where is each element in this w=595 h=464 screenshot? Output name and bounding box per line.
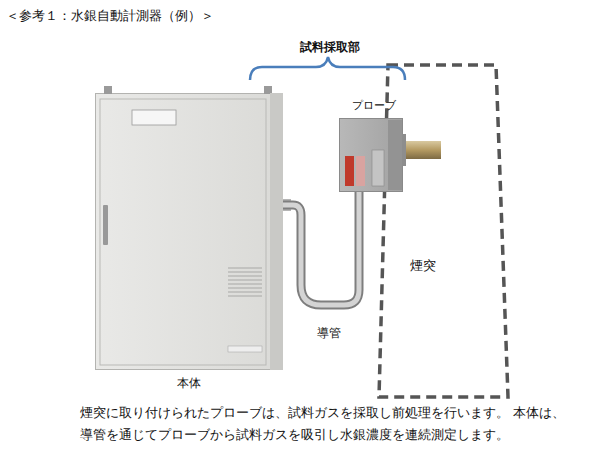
pipe-fitting <box>283 199 291 211</box>
cabinet: 本体 <box>95 93 283 370</box>
chimney-dashed-line <box>379 65 508 397</box>
pipe <box>283 192 359 305</box>
chimney-outline <box>377 63 510 399</box>
pipe-inner <box>283 192 359 305</box>
node-label: 本体 <box>96 375 282 392</box>
chimney: 煙突 <box>377 63 510 399</box>
pipe-outer <box>283 192 359 305</box>
bracket <box>250 57 405 80</box>
part-label: 試料採取部 <box>300 39 360 56</box>
edge-label: 導管 <box>317 325 341 342</box>
title: ＜参考１：水銀自動計測器（例）＞ <box>6 7 214 25</box>
probe-rod <box>403 141 441 159</box>
node-label: 煙突 <box>410 257 436 275</box>
caption: 煙突に取り付けられたプローブは、試料ガスを採取し前処理を行います。 本体は、導管… <box>80 402 575 446</box>
node-label: プローブ <box>352 98 396 113</box>
probe: プローブ <box>339 118 403 192</box>
